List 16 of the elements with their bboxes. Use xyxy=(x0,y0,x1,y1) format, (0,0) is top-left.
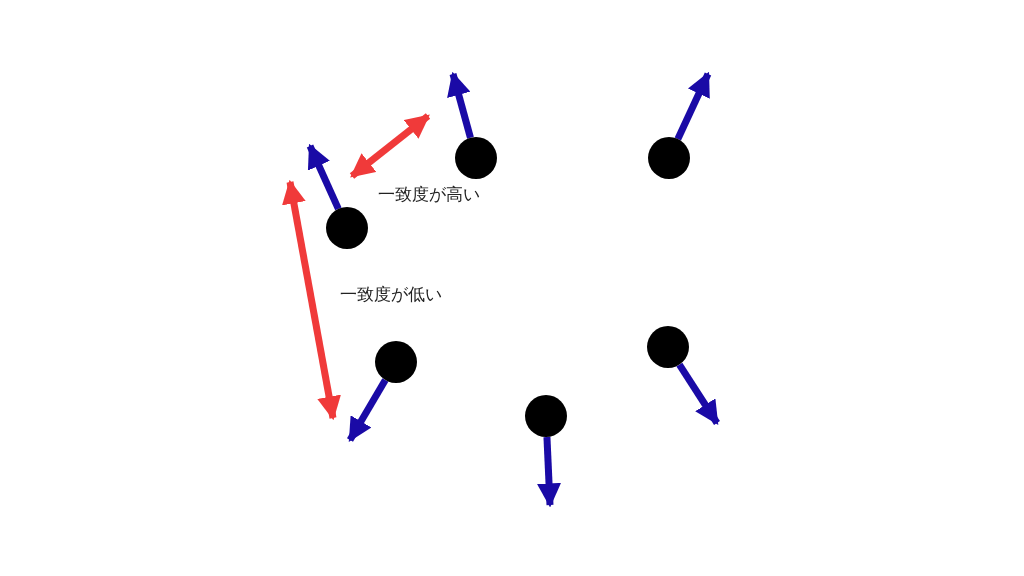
point-dot xyxy=(455,137,497,179)
point-dot xyxy=(326,207,368,249)
point-dot xyxy=(648,137,690,179)
point-dot xyxy=(525,395,567,437)
comparison-arrow xyxy=(282,179,341,421)
point-dot xyxy=(375,341,417,383)
annotation-text: 一致度が高い xyxy=(378,184,480,205)
vector-arrow xyxy=(674,71,712,141)
comparison-arrow xyxy=(349,113,431,179)
annotation-text: 一致度が低い xyxy=(340,284,442,305)
vector-arrow xyxy=(676,362,720,425)
vector-arrow xyxy=(537,436,561,508)
vector-arrow xyxy=(347,378,389,443)
vector-arrow xyxy=(447,71,474,139)
point-dot xyxy=(647,326,689,368)
vector-arrow xyxy=(306,143,342,211)
